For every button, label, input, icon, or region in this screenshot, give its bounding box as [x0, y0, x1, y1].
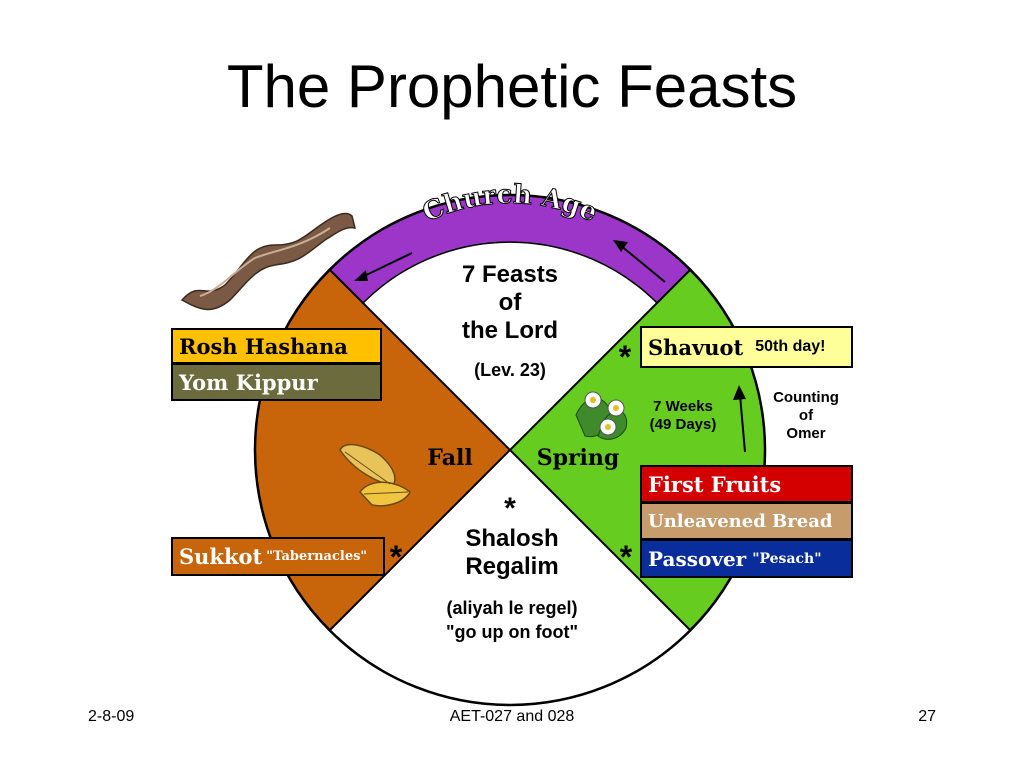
footer-slide-number: 27: [918, 708, 936, 725]
first-fruits-box: First Fruits: [640, 465, 853, 503]
go-up-line: "go up on foot": [446, 622, 578, 642]
sukkot-box: Sukkot "Tabernacles": [171, 537, 385, 576]
rosh-hashana-box: Rosh Hashana: [171, 328, 382, 364]
arrowhead: [733, 385, 746, 400]
church-age-band: [330, 195, 690, 303]
leviticus-reference: (Lev. 23): [474, 360, 546, 380]
sukkot-star: *: [390, 539, 403, 575]
passover-label: Passover: [648, 546, 747, 571]
unleavened-bread-box: Unleavened Bread: [640, 502, 853, 540]
fall-segment: [255, 270, 510, 630]
slide-title: The Prophetic Feasts: [226, 53, 798, 120]
arrowhead: [354, 270, 368, 281]
weeks-line2: (49 Days): [650, 416, 717, 433]
shalosh-star: *: [504, 492, 516, 525]
arrowhead: [613, 240, 628, 252]
fall-label: Fall: [427, 445, 472, 471]
passover-note: "Pesach": [752, 550, 822, 567]
shofar-highlight: [199, 227, 331, 297]
passover-star: *: [620, 539, 633, 575]
shavuot-box: Shavuot 50th day!: [640, 326, 853, 368]
church-age-arrow-left: [359, 252, 413, 279]
shavuot-note: 50th day!: [755, 338, 826, 355]
shalosh-line2: Regalim: [465, 553, 558, 580]
autumn-leaves-icon: [339, 443, 411, 507]
sukkot-note: "Tabernacles": [266, 549, 368, 564]
feasts-title-line3: the Lord: [462, 317, 558, 344]
spring-segment: [510, 270, 765, 630]
yom-kippur-box: Yom Kippur: [171, 363, 382, 401]
passover-box: Passover "Pesach": [640, 539, 853, 578]
footer-course: AET-027 and 028: [449, 708, 575, 725]
feasts-circle-outline: [253, 193, 767, 707]
shavuot-label: Shavuot: [648, 334, 744, 360]
spring-flowers-icon: [575, 391, 628, 440]
spring-label: Spring: [537, 445, 620, 471]
feasts-title-line2: of: [499, 289, 523, 316]
church-age-arrow-right: [619, 244, 666, 283]
counting-line3: Omer: [786, 425, 825, 442]
footer-date: 2-8-09: [88, 708, 135, 725]
divider-line: [329, 269, 691, 631]
counting-line2: of: [799, 407, 814, 424]
omer-arrow: [739, 394, 746, 453]
shavuot-star: *: [619, 339, 632, 375]
rosh-hashana-label: Rosh Hashana: [179, 333, 348, 359]
unleavened-bread-label: Unleavened Bread: [648, 510, 833, 532]
feasts-title-line1: 7 Feasts: [462, 261, 558, 288]
counting-line1: Counting: [773, 389, 839, 406]
shalosh-line1: Shalosh: [465, 525, 558, 552]
sukkot-label: Sukkot: [179, 544, 263, 569]
aliyah-line: (aliyah le regel): [446, 598, 577, 618]
first-fruits-label: First Fruits: [648, 471, 782, 497]
yom-kippur-label: Yom Kippur: [179, 369, 318, 395]
weeks-line1: 7 Weeks: [653, 398, 713, 415]
